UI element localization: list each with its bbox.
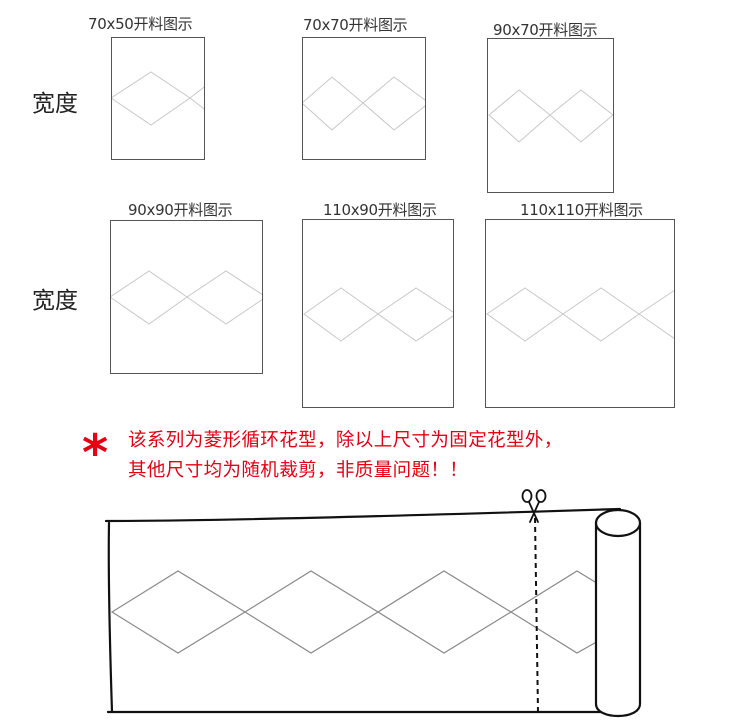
diamond-pattern	[303, 287, 453, 342]
fabric-diamond-pattern	[110, 570, 601, 654]
diamond-pattern	[303, 76, 425, 131]
sample-frame-90x90	[110, 220, 263, 374]
diamond-pattern	[486, 287, 674, 342]
sample-caption-70x70: 70x70开料图示	[303, 16, 408, 34]
sample-frame-110x110	[485, 219, 675, 408]
note-asterisk: *	[82, 424, 109, 482]
cut-line	[534, 517, 539, 713]
row-label-width-top: 宽度	[32, 91, 78, 117]
fabric-roll-illustration	[104, 489, 642, 717]
sample-frame-110x90	[302, 219, 454, 408]
sample-frame-90x70	[487, 38, 614, 193]
diamond-pattern	[112, 71, 204, 126]
sample-frame-70x50	[111, 37, 205, 160]
note-line-2: 其他尺寸均为随机裁剪，非质量问题！！	[128, 460, 469, 481]
diamond-pattern	[488, 89, 613, 143]
scissors-icon	[521, 489, 547, 523]
fabric-sheet-outline	[104, 507, 622, 714]
note-line-1: 该系列为菱形循环花型，除以上尺寸为固定花型外，	[128, 430, 563, 451]
sample-caption-90x90: 90x90开料图示	[128, 201, 233, 219]
fabric-roll-cylinder	[594, 508, 642, 717]
row-label-width-bottom: 宽度	[32, 288, 78, 314]
sample-caption-70x50: 70x50开料图示	[88, 15, 193, 33]
sample-frame-70x70	[302, 37, 426, 160]
sample-caption-90x70: 90x70开料图示	[493, 21, 598, 39]
diamond-pattern	[111, 270, 262, 325]
sample-caption-110x110: 110x110开料图示	[520, 201, 643, 219]
sample-caption-110x90: 110x90开料图示	[323, 201, 437, 219]
